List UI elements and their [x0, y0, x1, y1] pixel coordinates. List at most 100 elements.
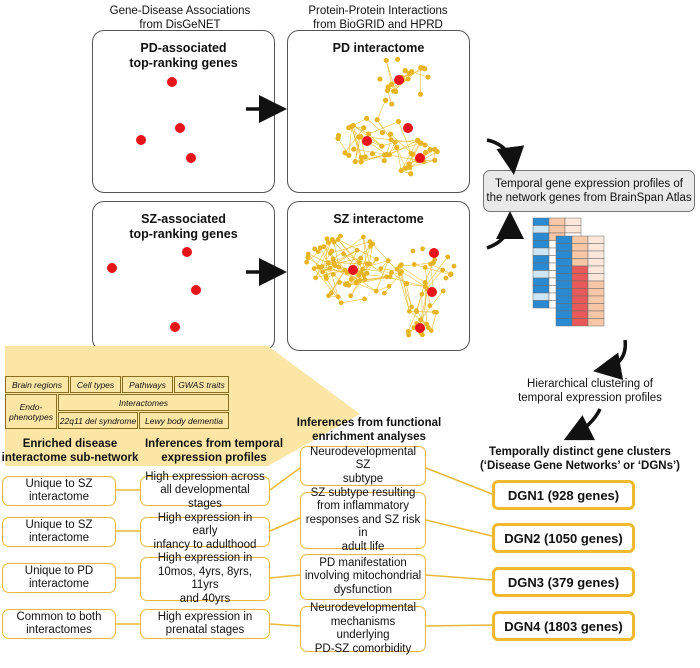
network-node — [422, 142, 428, 148]
arrow-to-dgn — [563, 408, 602, 441]
functional-box: Neurodevelopmental mechanisms underlying… — [300, 602, 426, 655]
network-node — [418, 317, 424, 323]
network-node — [338, 300, 344, 306]
network-node — [392, 139, 398, 145]
network-node — [425, 325, 431, 331]
network-node — [329, 248, 335, 254]
network-node — [364, 261, 370, 267]
network-node — [335, 237, 341, 242]
network-node — [367, 243, 373, 249]
network-node — [385, 84, 391, 90]
network-node — [424, 321, 429, 327]
network-node — [379, 143, 385, 149]
category-endophenotypes: Endo-phenotypes — [5, 394, 57, 429]
network-node — [387, 274, 393, 280]
network-node — [440, 267, 446, 273]
gene-dot — [170, 322, 180, 332]
network-node — [408, 171, 414, 177]
network-node — [383, 151, 390, 158]
pd-seed-genes — [136, 77, 196, 163]
network-node — [362, 296, 367, 302]
network-node — [348, 276, 354, 282]
network-node — [342, 150, 348, 156]
network-node — [358, 159, 364, 165]
network-node — [388, 137, 394, 143]
gene-dot — [175, 123, 185, 133]
network-node — [448, 271, 454, 277]
network-node — [423, 149, 429, 156]
category-cell-types: Cell types — [70, 376, 121, 393]
network-node — [445, 254, 451, 260]
arrow-sz-to-brainspan — [486, 211, 524, 250]
network-node — [313, 275, 319, 281]
network-node — [422, 280, 428, 285]
network-node — [402, 68, 408, 74]
seed-node — [394, 75, 404, 85]
gene-dot — [136, 135, 146, 145]
network-node — [374, 256, 379, 262]
network-node — [407, 164, 413, 170]
gene-dot — [186, 153, 196, 163]
gene-dot — [191, 285, 201, 295]
network-node — [383, 97, 389, 103]
network-node — [451, 263, 457, 269]
network-node — [360, 234, 366, 240]
clustering-caption: Hierarchical clustering of temporal expr… — [518, 378, 662, 404]
network-node — [406, 308, 412, 314]
network-node — [427, 147, 433, 153]
functional-box: PD manifestation involving mitochondrial… — [300, 554, 426, 600]
network-node — [342, 267, 348, 273]
network-node — [352, 158, 358, 165]
network-node — [418, 140, 424, 146]
row-connectors — [115, 467, 493, 627]
network-node — [373, 288, 379, 294]
sz-network-graph — [304, 233, 457, 338]
seed-node — [362, 136, 372, 146]
gene-dot — [107, 263, 117, 273]
seed-node — [415, 323, 425, 333]
network-node — [330, 256, 336, 262]
network-node — [428, 328, 434, 334]
network-node — [357, 277, 363, 283]
network-node — [397, 263, 403, 269]
network-node — [427, 303, 433, 309]
network-node — [361, 273, 367, 279]
network-node — [395, 118, 402, 125]
network-node — [384, 274, 390, 280]
network-node — [320, 269, 325, 275]
sz-genes-panel: SZ-associated top-ranking genes — [92, 201, 275, 351]
network-node — [409, 304, 415, 310]
network-node — [374, 117, 380, 123]
expression-heatmap — [532, 217, 605, 327]
gene-dot — [167, 77, 177, 87]
network-node — [432, 157, 438, 163]
category-lewy-body: Lewy body dementia — [139, 412, 229, 429]
network-node — [362, 154, 368, 160]
sz-seed-genes — [107, 247, 201, 332]
network-node — [422, 264, 428, 270]
network-node — [394, 266, 400, 272]
pd-interactome-panel: PD interactome — [287, 30, 470, 193]
col-header-dgn: Temporally distinct gene clusters (‘Dise… — [479, 446, 681, 472]
temporal-box: High expression in 10mos, 4yrs, 8yrs, 11… — [140, 552, 270, 605]
network-node — [335, 135, 341, 141]
network-node — [393, 88, 399, 95]
network-node — [350, 122, 356, 129]
network-node — [305, 255, 311, 260]
network-node — [305, 251, 311, 257]
network-node — [312, 246, 318, 252]
network-node — [405, 76, 411, 82]
col-header-functional: Inferences from functional enrichment an… — [296, 417, 442, 443]
network-node — [325, 260, 331, 266]
network-node — [381, 290, 387, 296]
network-node — [356, 260, 362, 266]
network-node — [338, 233, 343, 239]
brainspan-box: Temporal gene expression profiles of the… — [483, 170, 695, 212]
network-node — [394, 144, 400, 151]
